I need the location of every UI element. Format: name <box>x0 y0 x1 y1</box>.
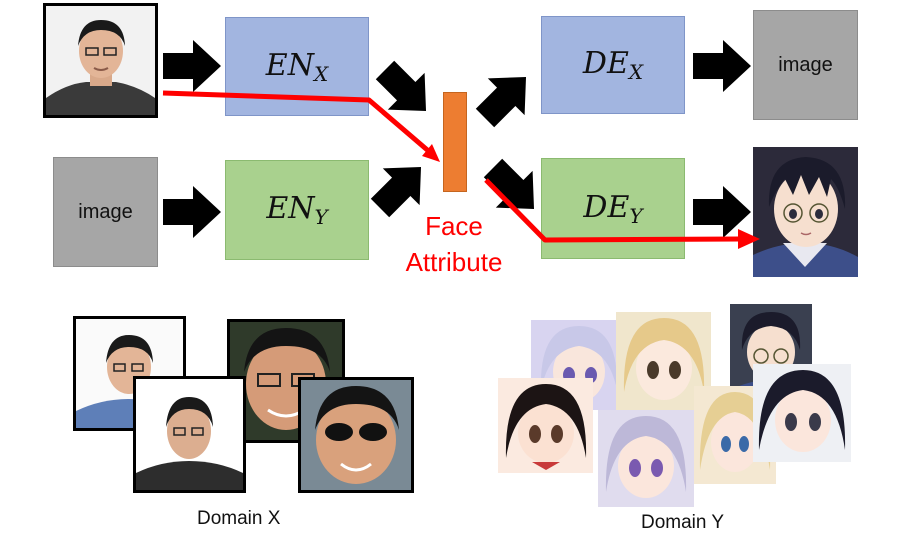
domain-x-photo-4 <box>298 377 414 493</box>
output-x-placeholder: image <box>753 10 858 120</box>
domain-y-caption: Domain Y <box>641 512 725 533</box>
domain-y-anime-7 <box>753 364 851 462</box>
domain-x-caption: Domain X <box>197 508 281 529</box>
output-anime-face <box>753 147 858 277</box>
encoder-y-label: ENY <box>266 191 328 229</box>
decoder-y-label: DEY <box>583 189 643 228</box>
face-attribute-label: Face Attribute <box>378 208 530 280</box>
encoder-y-box: ENY <box>225 160 369 260</box>
face-attribute-label-line1: Face <box>425 211 483 241</box>
output-x-placeholder-label: image <box>778 53 833 76</box>
decoder-x-box: DEX <box>541 16 685 114</box>
domain-y-anime-6 <box>694 386 776 484</box>
face-attribute-latent-bar <box>443 92 467 192</box>
input-y-placeholder-label: image <box>78 200 133 223</box>
input-face-photo <box>43 3 158 118</box>
decoder-x-label: DEX <box>582 46 644 84</box>
input-y-placeholder: image <box>53 157 158 267</box>
domain-x-photo-3 <box>133 376 246 493</box>
face-attribute-label-line2: Attribute <box>405 247 503 277</box>
domain-y-anime-4 <box>498 378 593 473</box>
encoder-x-label: ENX <box>265 47 329 86</box>
domain-y-anime-5 <box>598 410 694 507</box>
